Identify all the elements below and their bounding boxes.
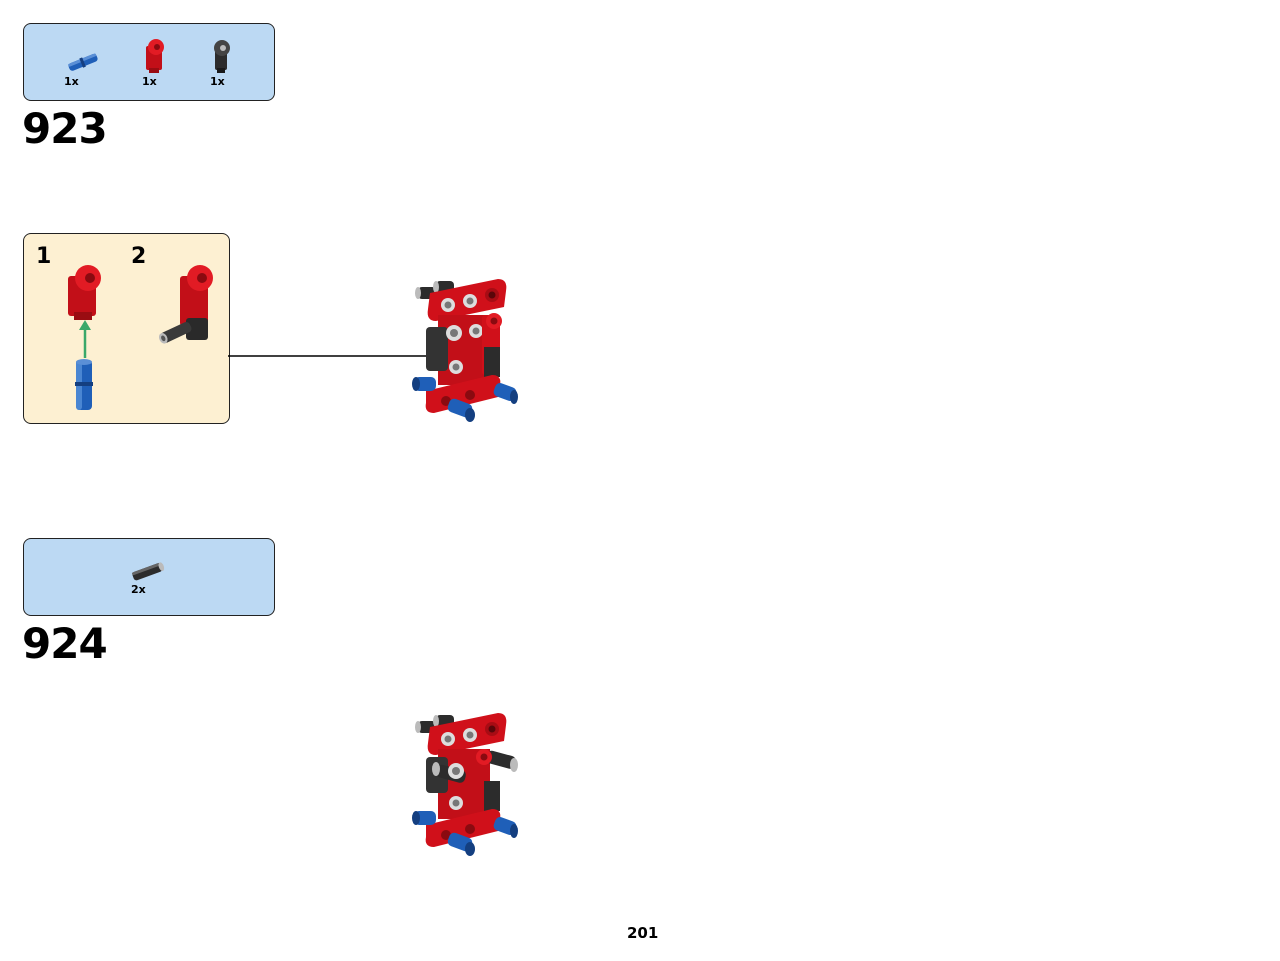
black-angle-connector-icon [214, 40, 230, 73]
substep-number: 1 [36, 244, 52, 269]
red-angle-connector-icon [68, 265, 101, 320]
part-qty: 1x [142, 75, 157, 88]
part-qty: 1x [64, 75, 79, 88]
part-qty: 2x [131, 583, 146, 596]
blue-axle-pin-icon [68, 53, 98, 71]
step-number: 924 [22, 619, 108, 668]
blue-axle-pin-icon [75, 359, 93, 410]
part-qty: 1x [210, 75, 225, 88]
step-number: 923 [22, 104, 108, 153]
red-angle-connector-icon [146, 39, 164, 73]
red-angle-connector-with-pin-icon [158, 265, 213, 344]
substep-callout: 1 2 [23, 233, 230, 424]
assembly-model-step-923 [412, 279, 518, 422]
assembly-model-step-924 [412, 713, 518, 856]
parts-list-step-923: 1x 1x 1x [23, 23, 275, 101]
parts-list-step-924: 2x [23, 538, 275, 616]
assembly-arrow-icon [79, 320, 91, 358]
page-number: 201 [627, 924, 659, 942]
substep-number: 2 [131, 244, 147, 269]
black-pin-icon [132, 562, 165, 581]
